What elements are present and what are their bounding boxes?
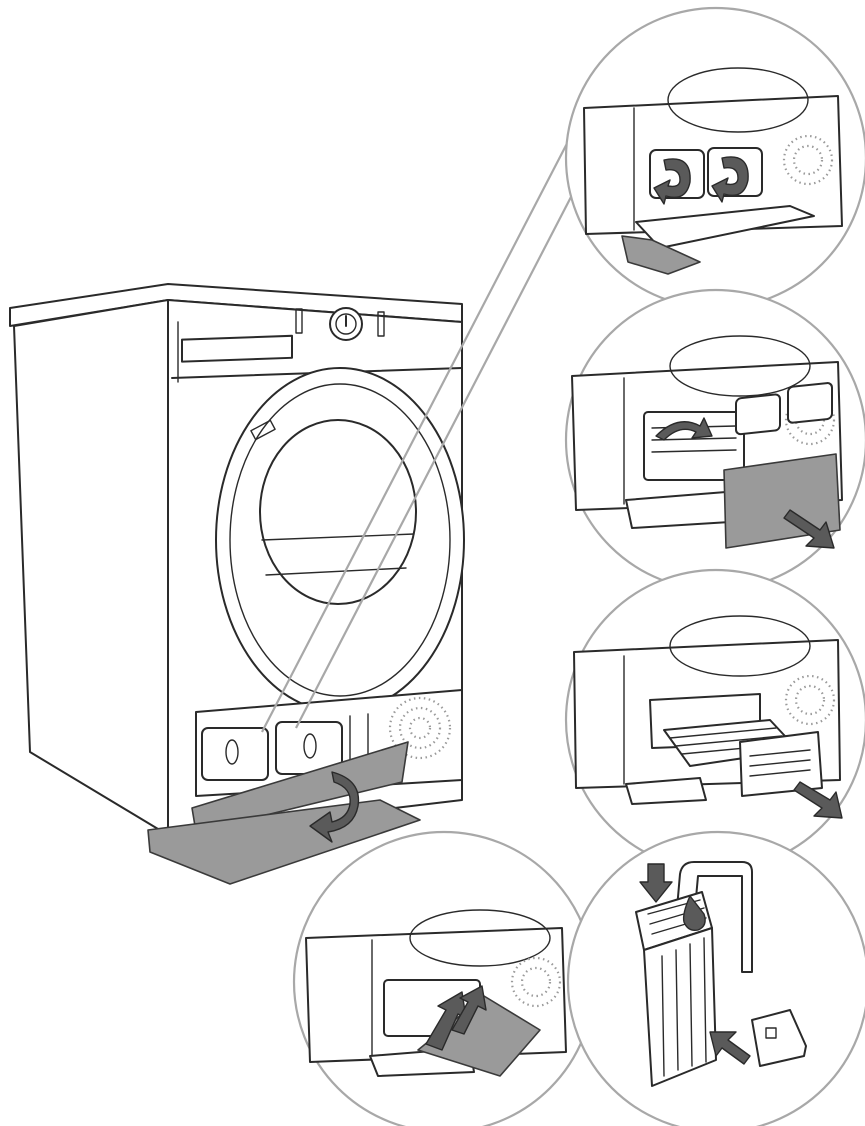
plinth-cover-icon (147, 741, 421, 885)
tumble-dryer-icon (9, 283, 465, 836)
step-1-detail (564, 6, 865, 310)
step-2-detail (564, 288, 865, 592)
water-drop-icon (682, 895, 706, 932)
step-5-detail (292, 830, 596, 1126)
pull-out-arrow-icon (793, 781, 843, 819)
callout-lines (261, 129, 587, 733)
step-4-detail (566, 830, 865, 1126)
condenser-icon (663, 719, 823, 797)
pull-out-arrow-icon (639, 863, 751, 1065)
locking-lever-icon (653, 156, 749, 205)
pull-out-arrow-icon (783, 509, 835, 549)
step-3-detail (564, 568, 865, 872)
water-tap-icon (675, 861, 807, 1067)
rotate-arrow-icon (309, 771, 360, 843)
rotate-arrow-icon (655, 417, 713, 441)
locking-lever-icon (425, 985, 487, 1051)
